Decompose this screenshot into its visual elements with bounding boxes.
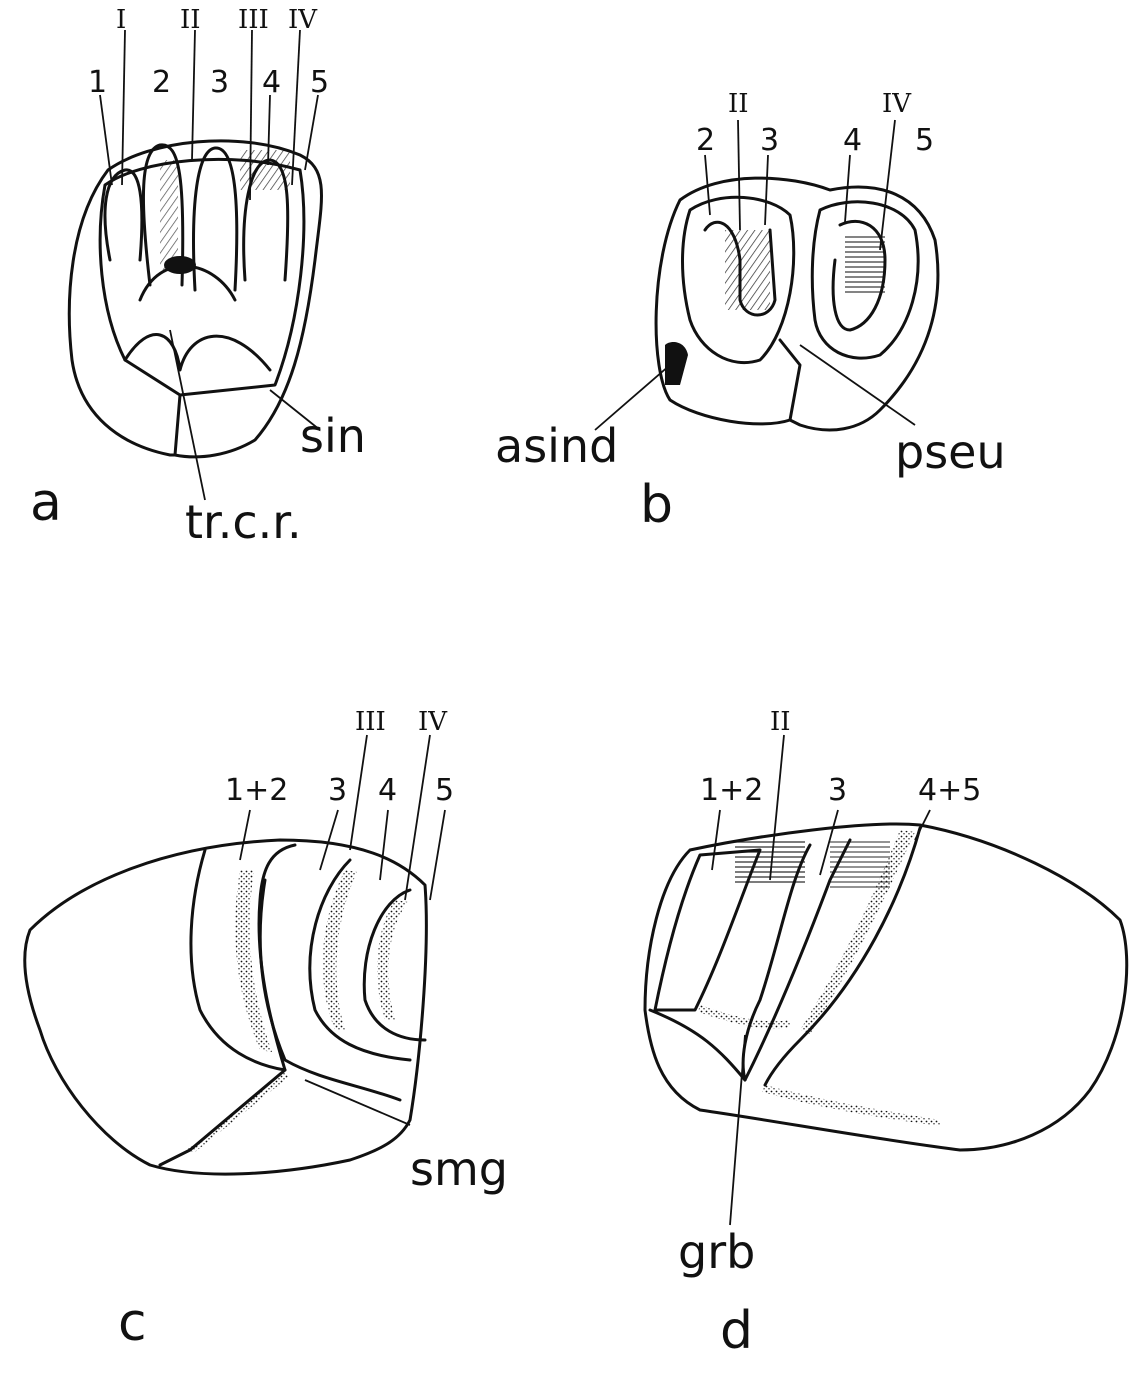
label-c-roman-3: III — [355, 707, 386, 737]
label-sin: sin — [300, 409, 366, 463]
label-a-num-1: 1 — [88, 65, 107, 100]
label-d-roman-2: II — [770, 707, 791, 737]
label-smg: smg — [410, 1142, 508, 1196]
label-a-roman-3: III — [238, 5, 269, 35]
fold-1 — [105, 170, 142, 260]
label-b-num-2: 2 — [696, 123, 715, 158]
tooth-b-outline — [656, 178, 938, 430]
panel-letter-d: d — [720, 1301, 753, 1361]
drawing-d: II 1+2 3 4+5 grb d — [645, 707, 1127, 1361]
label-d-num-12: 1+2 — [700, 773, 763, 808]
label-a-num-2: 2 — [152, 65, 171, 100]
label-a-num-5: 5 — [310, 65, 329, 100]
label-a-roman-2: II — [180, 5, 201, 35]
label-a-roman-4: IV — [288, 5, 318, 35]
label-b-num-5: 5 — [915, 123, 934, 158]
label-c-num-5: 5 — [435, 773, 454, 808]
label-pseu: pseu — [895, 425, 1006, 479]
label-trcr: tr.c.r. — [185, 495, 302, 549]
fold-u-sinus — [125, 266, 270, 370]
label-b-num-3: 3 — [760, 123, 779, 158]
panel-letter-a: a — [30, 473, 62, 533]
panel-letter-b: b — [640, 475, 673, 535]
label-c-num-3: 3 — [328, 773, 347, 808]
tooth-a-inner-enamel — [100, 159, 304, 395]
drawing-b: II IV 2 3 4 5 asind pseu b — [495, 89, 1006, 535]
label-c-num-12: 1+2 — [225, 773, 288, 808]
label-b-num-4: 4 — [843, 123, 862, 158]
label-asind: asind — [495, 419, 618, 473]
label-a-num-3: 3 — [210, 65, 229, 100]
label-a-num-4: 4 — [262, 65, 281, 100]
drawing-c: III IV 1+2 3 4 5 smg c — [25, 707, 508, 1353]
drawing-a: I II III IV 1 2 3 4 5 sin tr.c.r. a — [30, 5, 366, 549]
label-c-roman-4: IV — [418, 707, 448, 737]
label-a-roman-1: I — [116, 5, 126, 35]
label-d-num-45: 4+5 — [918, 773, 981, 808]
label-b-roman-4: IV — [882, 89, 912, 119]
label-d-num-3: 3 — [828, 773, 847, 808]
label-b-roman-2: II — [728, 89, 749, 119]
panel-letter-c: c — [118, 1293, 147, 1353]
label-c-num-4: 4 — [378, 773, 397, 808]
label-grb: grb — [678, 1225, 755, 1279]
